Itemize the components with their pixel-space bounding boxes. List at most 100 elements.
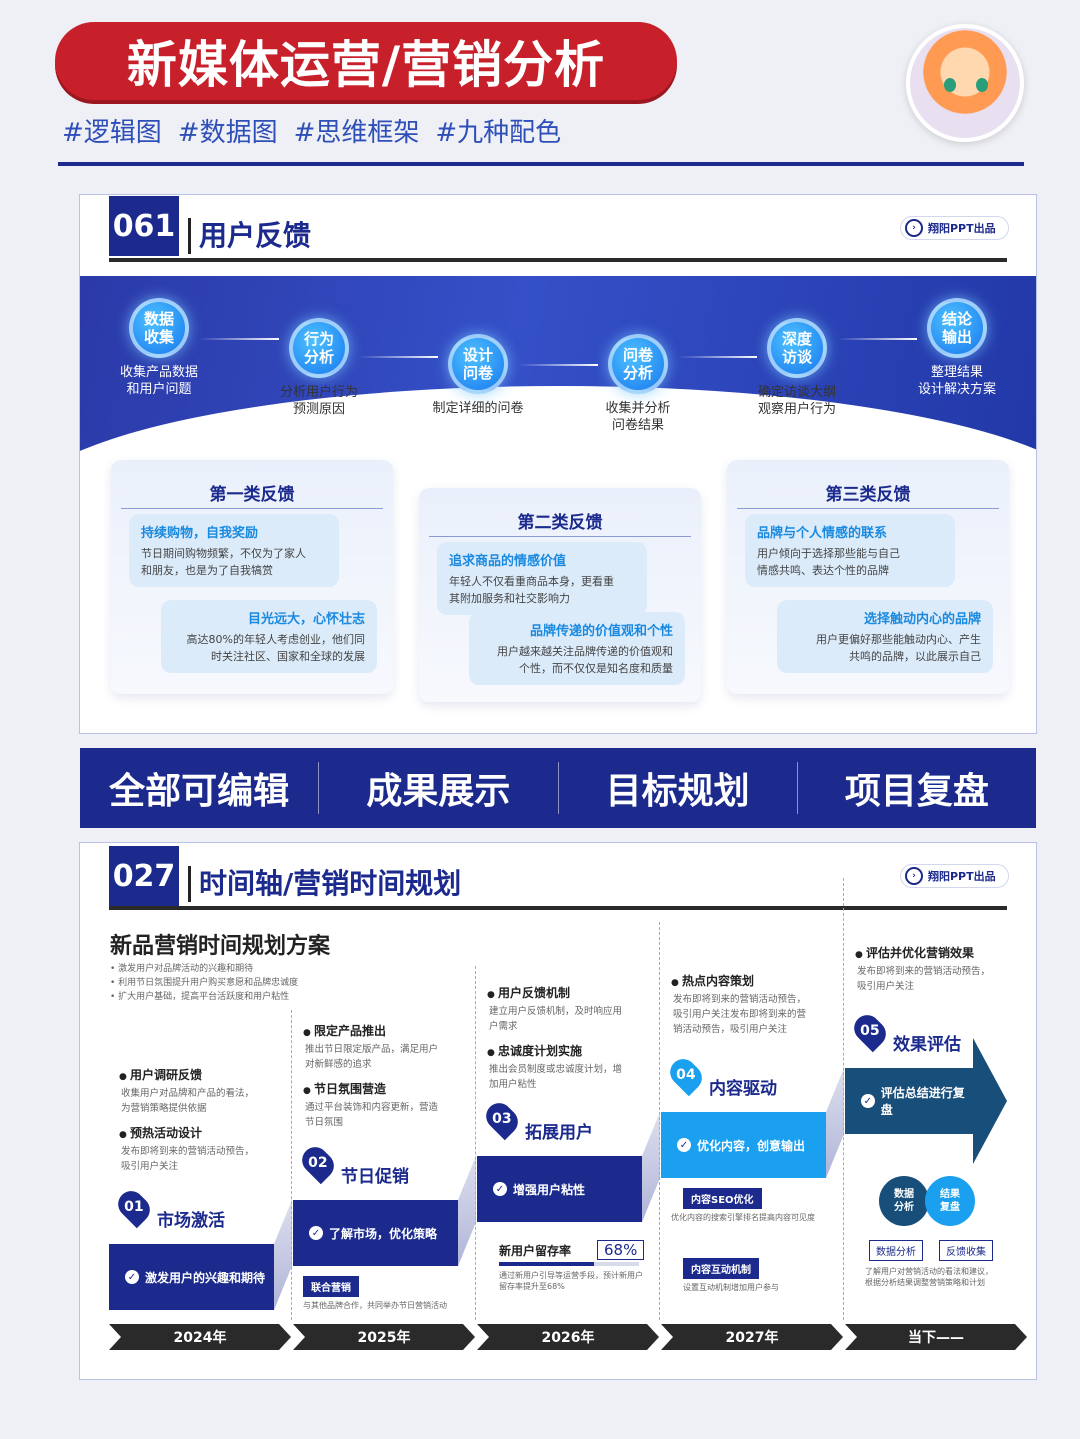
result-text: 了解用户对营销活动的看法和建议，根据分析结果调整营销策略和计划: [865, 1267, 993, 1287]
flow-arrow: [199, 338, 279, 340]
stage-title: 拓展用户: [525, 1123, 593, 1143]
stage-bullet-text: 发布即将到来的营销活动预告，吸引用户关注: [121, 1146, 255, 1172]
feedback-bubble: 目光远大，心怀壮志高达80%的年轻人考虑创业，他们同时关注社区、国家和全球的发展: [161, 600, 377, 673]
stage-box-label: 评估总结进行复盘: [880, 1086, 965, 1117]
stage-box-label: 了解市场，优化策略: [329, 1226, 438, 1241]
stage-title: 节日促销: [341, 1167, 409, 1187]
stage-separator: [291, 1010, 292, 1320]
feedback-bubble: 持续购物，自我奖励节日期间购物频繁，不仅为了家人和朋友，也是为了自我犒赏: [129, 514, 339, 587]
feedback-card-title: 第二类反馈: [429, 508, 691, 537]
intro-list: • 激发用户对品牌活动的兴趣和期待• 利用节日氛围提升用户购买意愿和品牌忠诚度•…: [110, 964, 299, 1002]
stage-separator: [475, 966, 476, 1320]
arrow-head-icon: [973, 1038, 1007, 1164]
stage-box: ✓ 了解市场，优化策略: [293, 1200, 458, 1266]
stage-tag: 内容互动机制: [683, 1258, 759, 1279]
tag[interactable]: #九种配色: [435, 117, 562, 148]
stage-tag-text: 与其他品牌合作，共同举办节日营销活动: [303, 1301, 447, 1310]
circle-result-review: 结果复盘: [925, 1176, 975, 1226]
stage-box-label: 增强用户粘性: [513, 1182, 586, 1197]
feedback-bubble: 追求商品的情感价值年轻人不仅看重商品本身，更看重其附加服务和社交影响力: [437, 542, 647, 615]
process-step-caption: 确定访谈大纲观察用户行为: [757, 385, 836, 417]
stage-title: 内容驱动: [709, 1079, 777, 1099]
process-step-caption: 收集产品数据和用户问题: [119, 365, 198, 397]
timeline-heading: 新品营销时间规划方案: [110, 934, 331, 959]
strip-item: 目标规划: [559, 762, 798, 814]
process-banner: [80, 276, 1036, 472]
process-step-node: 设计问卷: [448, 334, 508, 394]
year-label: 当下——: [845, 1324, 1027, 1350]
arrow-right-icon: ›: [905, 867, 923, 885]
metric-text: 通过新用户引导等运营手段，预计新用户留存率提升至68%: [499, 1271, 643, 1291]
stage-separator: [843, 878, 844, 1320]
stage-box-label: 优化内容，创意输出: [697, 1138, 806, 1153]
stage-bullet-title: 预热活动设计: [119, 1124, 202, 1141]
year-label: 2024年: [109, 1324, 291, 1350]
year-label: 2026年: [477, 1324, 659, 1350]
process-step-node: 行为分析: [289, 318, 349, 378]
section-title: 时间轴/营销时间规划: [188, 866, 461, 902]
stage-bullet-text: 推出会员制度或忠诚度计划，增加用户粘性: [489, 1064, 623, 1090]
stage-box-label: 激发用户的兴趣和期待: [145, 1270, 266, 1285]
tag[interactable]: #思维框架: [293, 117, 420, 148]
year-label: 2025年: [293, 1324, 475, 1350]
process-step-caption: 分析用户行为预测原因: [279, 385, 358, 417]
process-step-caption: 整理结果设计解决方案: [917, 365, 996, 397]
stage-bullet-title: 评估并优化营销效果: [855, 944, 974, 961]
stage-title: 效果评估: [893, 1035, 961, 1055]
feedback-card-title: 第三类反馈: [737, 480, 999, 509]
feature-strip: 全部可编辑 成果展示 目标规划 项目复盘: [80, 748, 1036, 828]
stage-bullet-title: 用户反馈机制: [487, 984, 570, 1001]
year-label: 2027年: [661, 1324, 843, 1350]
flow-arrow: [518, 364, 598, 366]
process-step-caption: 收集并分析问卷结果: [605, 401, 671, 433]
process-step-node: 数据收集: [129, 298, 189, 358]
section-number: 061: [109, 196, 179, 256]
stage-bullet-text: 建立用户反馈机制，及时响应用户需求: [489, 1006, 623, 1032]
process-step-node: 结论输出: [927, 298, 987, 358]
stage-tag-text: 优化内容的搜索引擎排名提高内容可见度: [671, 1213, 815, 1222]
stage-bullet-title: 限定产品推出: [303, 1022, 386, 1039]
brand-badge: ›翔阳PPT出品: [900, 216, 1009, 240]
arrow-right-icon: ›: [905, 219, 923, 237]
check-icon: ✓: [861, 1094, 875, 1108]
flow-arrow: [837, 338, 917, 340]
stage-bullet-title: 热点内容策划: [671, 972, 754, 989]
tag-list: #逻辑图 #数据图 #思维框架 #九种配色: [62, 112, 682, 148]
tag[interactable]: #数据图: [177, 117, 278, 148]
divider: [109, 906, 1007, 910]
stage-bullet-text: 发布即将到来的营销活动预告，吸引用户关注发布即将到来的营销活动预告，吸引用户关注: [673, 994, 807, 1035]
stage-bullet-text: 发布即将到来的营销活动预告，吸引用户关注: [857, 966, 991, 992]
stage-tag-text: 设置互动机制增加用户参与: [683, 1283, 779, 1292]
progress-bar: [499, 1262, 639, 1266]
divider: [58, 162, 1024, 166]
divider: [109, 258, 1007, 262]
progress-fill: [499, 1262, 595, 1266]
circle-data-analysis: 数据分析: [879, 1176, 929, 1226]
feedback-bubble: 品牌与个人情感的联系用户倾向于选择那些能与自己情感共鸣、表达个性的品牌: [745, 514, 955, 587]
strip-item: 成果展示: [319, 762, 559, 814]
metric-value: 68%: [597, 1240, 645, 1260]
stage-bullet-title: 用户调研反馈: [119, 1066, 202, 1083]
check-icon: ✓: [125, 1270, 139, 1284]
check-icon: ✓: [309, 1226, 323, 1240]
brand-badge: ›翔阳PPT出品: [900, 864, 1009, 888]
result-tag: 数据分析: [869, 1240, 923, 1261]
strip-item: 全部可编辑: [80, 762, 320, 814]
stage-box: ✓ 增强用户粘性: [477, 1156, 642, 1222]
check-icon: ✓: [493, 1182, 507, 1196]
stage-box: ✓ 优化内容，创意输出: [661, 1112, 826, 1178]
stage-tag: 联合营销: [303, 1276, 359, 1297]
stage-bullet-title: 节日氛围营造: [303, 1080, 386, 1097]
stage-bullet-text: 收集用户对品牌和产品的看法，为营销策略提供依据: [121, 1088, 255, 1114]
page-title: 新媒体运营/营销分析: [55, 22, 677, 100]
stage-separator: [659, 922, 660, 1320]
stage-bullet-title: 忠诚度计划实施: [487, 1042, 582, 1059]
stage-title: 市场激活: [157, 1211, 225, 1231]
flow-arrow: [359, 356, 438, 358]
feedback-bubble: 品牌传递的价值观和个性用户越来越关注品牌传递的价值观和个性，而不仅仅是知名度和质…: [469, 612, 685, 685]
process-step-node: 深度访谈: [767, 318, 827, 378]
avatar: [906, 24, 1024, 142]
check-icon: ✓: [677, 1138, 691, 1152]
tag[interactable]: #逻辑图: [62, 117, 162, 148]
process-step-node: 问卷分析: [608, 334, 668, 394]
